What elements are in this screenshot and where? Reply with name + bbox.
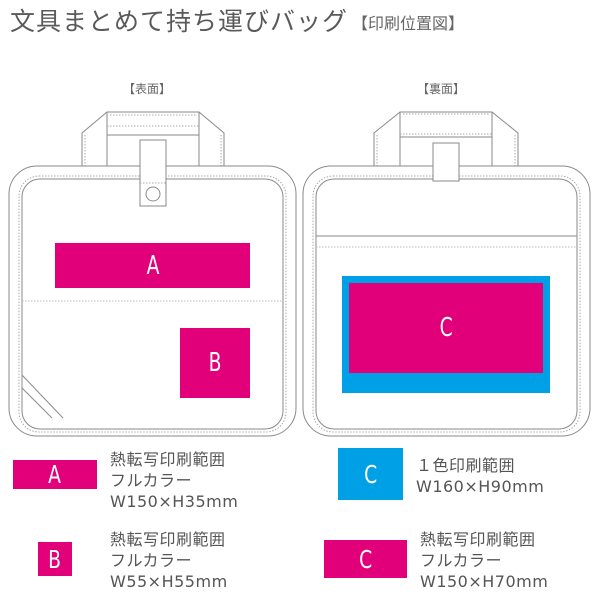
print-area-c-label: C [439,313,453,343]
legend-swatch-a: A [13,460,97,489]
legend-a-line-2: フルカラー [110,471,193,490]
legend-text-a: 熱転写印刷範囲 フルカラー W150×H35mm [110,449,238,512]
front-closure-tab-icon [139,139,167,207]
legend-c-magenta-line-1: 熱転写印刷範囲 [420,530,536,549]
legend-c-cyan-line-1: １色印刷範囲 [416,456,516,475]
legend-swatch-b: B [38,542,72,576]
legend-c-magenta-line-3: W150×H70mm [420,572,549,591]
front-handle-icon [81,111,225,166]
legend-a-line-3: W150×H35mm [110,492,239,511]
legend-swatch-c-magenta: C [324,540,407,578]
legend-text-c-cyan: １色印刷範囲 W160×H90mm [416,455,544,497]
print-area-b-label: B [208,348,222,378]
legend-b-line-3: W55×H55mm [110,572,228,591]
print-area-a-label: A [146,250,159,281]
legend-key-a: A [48,460,62,489]
legend-a-line-1: 熱転写印刷範囲 [110,450,226,469]
legend-c-magenta-line-2: フルカラー [420,551,503,570]
legend-c-cyan-line-2: W160×H90mm [416,477,545,496]
print-area-a: A [55,243,250,288]
legend-text-c-magenta: 熱転写印刷範囲 フルカラー W150×H70mm [420,529,548,592]
legend-swatch-c-cyan: C [338,448,403,500]
front-view-label: 【表面】 [123,82,172,96]
back-closure-tab-icon [432,142,460,182]
legend-b-line-1: 熱転写印刷範囲 [110,530,226,549]
page-title: 文具まとめて持ち運びバッグ [10,7,349,36]
legend-key-c-cyan: C [363,459,378,489]
legend-key-c-magenta: C [358,544,373,574]
legend-text-b: 熱転写印刷範囲 フルカラー W55×H55mm [110,529,228,592]
back-handle-icon [373,111,519,166]
legend-b-line-2: フルカラー [110,551,193,570]
print-area-b: B [180,328,250,398]
legend-key-b: B [48,544,62,574]
print-area-c-full-color: C [349,283,543,373]
diagram-subtitle: 【印刷位置図】 [352,14,465,33]
back-view-label: 【裏面】 [417,82,466,96]
